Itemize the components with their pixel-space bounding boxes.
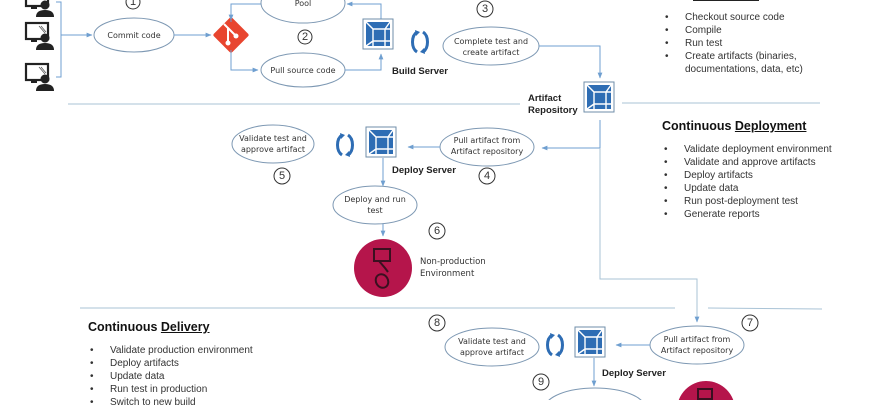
deploy-server-label: Deploy Server [392, 165, 456, 176]
title-underlined: Deployment [734, 119, 807, 133]
deploy-cycle-icon [336, 131, 354, 159]
svg-text:test: test [367, 206, 382, 215]
build-server-icon[interactable] [362, 18, 394, 50]
list-item: Validate and approve artifacts [662, 156, 832, 169]
delivery-validate-node[interactable]: Validate test and approve artifact [444, 327, 540, 367]
pull-source-code-node[interactable]: Pull source code [260, 52, 346, 88]
delivery-server-icon[interactable] [574, 326, 606, 358]
continuous-delivery-panel: Continuous Delivery Validate production … [88, 320, 253, 409]
svg-text:approve artifact: approve artifact [460, 348, 524, 357]
deploy-pull-artifact-node[interactable]: Pull artifact from Artifact repository [439, 127, 535, 167]
production-environment-icon [678, 381, 734, 400]
svg-text:Validate test and: Validate test and [458, 337, 526, 346]
env-label-line: Environment [420, 269, 475, 279]
developer-workstation-icon [24, 62, 56, 93]
delivery-steps-list: Validate production environment Deploy a… [88, 344, 253, 409]
svg-text:Artifact repository: Artifact repository [661, 346, 734, 355]
delivery-cycle-icon [546, 331, 564, 359]
list-item: Run test [663, 37, 803, 50]
list-item: Deploy artifacts [88, 357, 253, 370]
svg-text:create artifact: create artifact [463, 48, 520, 57]
svg-text:Complete test and: Complete test and [454, 37, 528, 46]
list-item: Deploy artifacts [662, 169, 832, 182]
deploy-and-run-test-node[interactable]: Deploy and run test [332, 185, 418, 225]
integration-steps-list: Checkout source code Compile Run test Cr… [663, 11, 803, 76]
continuous-deployment-panel: Continuous Deployment Validate deploymen… [662, 119, 832, 221]
title-prefix: Continuous [662, 119, 735, 133]
non-production-environment-label: Non-production Environment [420, 256, 486, 280]
section-divider [707, 307, 823, 310]
svg-text:Validate test and: Validate test and [239, 134, 307, 143]
svg-text:7: 7 [747, 317, 753, 329]
continuous-integration-panel: Checkout source code Compile Run test Cr… [663, 0, 803, 76]
list-item: Validate production environment [88, 344, 253, 357]
svg-text:Pull source code: Pull source code [270, 66, 335, 75]
svg-text:8: 8 [434, 317, 440, 329]
list-item: Validate deployment environment [662, 143, 832, 156]
git-branch-glyph [223, 23, 239, 46]
svg-text:Deploy and run: Deploy and run [344, 195, 406, 204]
svg-text:4: 4 [484, 170, 490, 182]
env-label-line: Non-production [420, 257, 486, 267]
deploy-validate-node[interactable]: Validate test and approve artifact [231, 124, 315, 164]
artifact-repository-label: Artifact [528, 93, 562, 104]
list-item: Run test in production [88, 383, 253, 396]
svg-text:5: 5 [279, 170, 285, 182]
step-badge-1: 1 [125, 0, 141, 10]
non-production-environment-icon [354, 239, 412, 297]
step-badge-4: 4 [478, 167, 496, 185]
build-cycle-icon [411, 28, 429, 56]
svg-text:approve artifact: approve artifact [241, 145, 305, 154]
svg-text:Pull artifact from: Pull artifact from [454, 136, 521, 145]
svg-text:9: 9 [538, 376, 544, 388]
svg-text:3: 3 [482, 3, 488, 15]
artifact-repository-icon[interactable] [583, 81, 615, 113]
developer-workstation-icon [24, 0, 56, 19]
build-server-label: Build Server [392, 66, 448, 77]
svg-text:1: 1 [130, 0, 136, 8]
developer-workstation-icon [24, 21, 56, 52]
list-item: Update data [88, 370, 253, 383]
panel-title: Continuous Deployment [662, 119, 832, 133]
svg-text:6: 6 [434, 225, 440, 237]
delivery-pull-artifact-node[interactable]: Pull artifact from Artifact repository [649, 325, 745, 365]
pool-node[interactable]: Pool [260, 0, 346, 24]
svg-text:Artifact repository: Artifact repository [451, 147, 524, 156]
svg-text:Repository: Repository [528, 105, 578, 116]
step-badge-5: 5 [273, 167, 291, 185]
git-icon [213, 17, 249, 53]
complete-test-node[interactable]: Complete test and create artifact [442, 26, 540, 66]
step-badge-9: 9 [532, 373, 550, 391]
commit-code-node[interactable]: Commit code [93, 17, 175, 53]
panel-title: Continuous Delivery [88, 320, 253, 334]
step-badge-3: 3 [476, 0, 494, 18]
list-item: Create artifacts (binaries, [663, 50, 803, 63]
deploy-server-icon[interactable] [365, 126, 397, 158]
delivery-server-label: Deploy Server [602, 368, 666, 379]
svg-text:Commit code: Commit code [107, 31, 160, 40]
pipeline-diagram: 1 Commit code Pool 2 Pull source code Bu… [24, 0, 823, 400]
delivery-deploy-node[interactable] [545, 387, 645, 400]
list-item: Update data [662, 182, 832, 195]
list-item: Run post-deployment test [662, 195, 832, 208]
svg-text:2: 2 [302, 31, 308, 43]
step-badge-6: 6 [428, 222, 446, 240]
title-underlined: Delivery [160, 320, 210, 334]
list-item: Checkout source code [663, 11, 803, 24]
title-prefix: Continuous [88, 320, 161, 334]
list-item-continuation: documentations, data, etc) [685, 64, 803, 75]
list-item: Switch to new build [88, 396, 253, 409]
list-item: Compile [663, 24, 803, 37]
svg-text:Pool: Pool [295, 0, 312, 8]
step-badge-8: 8 [428, 314, 446, 332]
step-badge-2: 2 [297, 29, 313, 45]
deployment-steps-list: Validate deployment environment Validate… [662, 143, 832, 221]
svg-text:Pull artifact from: Pull artifact from [664, 335, 731, 344]
list-item: Generate reports [662, 208, 832, 221]
step-badge-7: 7 [741, 314, 759, 332]
panel-title-underline [693, 0, 759, 1]
